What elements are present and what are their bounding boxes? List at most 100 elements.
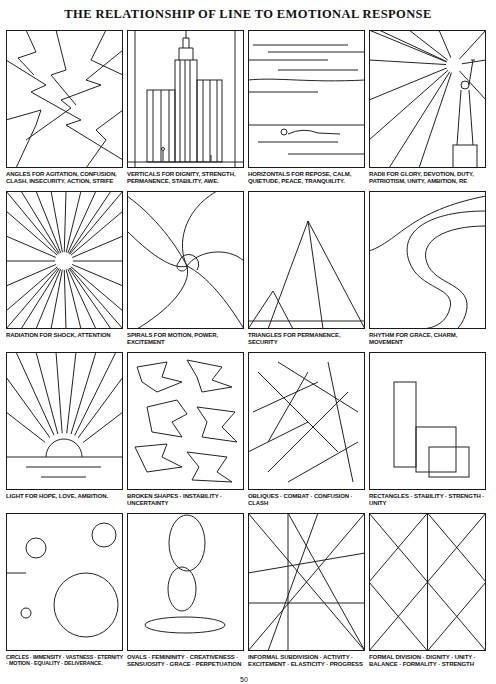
radiation-drawing <box>6 191 123 329</box>
line-art <box>26 467 101 468</box>
horizontals-drawing <box>248 45 365 154</box>
line-art <box>253 45 348 46</box>
line-art <box>177 254 199 271</box>
line-art <box>41 477 86 478</box>
line-art <box>6 211 64 261</box>
line-panel: RADIATION FOR SHOCK, ATTENTION <box>6 191 123 329</box>
line-art <box>446 57 462 73</box>
line-art <box>51 191 64 261</box>
line-art <box>416 427 456 472</box>
line-art <box>407 211 486 329</box>
line-panel: TRIANGLES FOR PERMANENCE, SECURITY <box>248 191 365 329</box>
panel-caption: FORMAL DIVISION · DIGNITY · UNITY · BALA… <box>369 654 486 667</box>
line-art <box>91 30 123 75</box>
line-art <box>179 30 193 60</box>
line-art <box>278 70 358 71</box>
line-art <box>453 145 477 168</box>
line-art <box>288 130 340 134</box>
line-art <box>64 191 96 261</box>
line-art <box>369 196 486 251</box>
line-art <box>258 372 338 452</box>
line-art <box>369 60 454 65</box>
panel-caption: HORIZONTALS FOR REPOSE, CALM, QUIETUDE, … <box>248 171 365 184</box>
line-panel: RHYTHM FOR GRACE, CHARM, MOVEMENT <box>369 191 486 329</box>
line-panel: OVALS · FEMININITY · CREATIVENESS · SENS… <box>127 513 244 651</box>
line-art <box>248 92 318 93</box>
line-art <box>369 513 486 651</box>
line-art <box>147 400 187 437</box>
panel-caption: BROKEN SHAPES · INSTABILITY · UNCERTAINT… <box>127 493 244 506</box>
rhythm-drawing <box>369 196 486 329</box>
line-art <box>51 261 64 329</box>
line-art <box>419 65 454 168</box>
line-panel: VERTICALS FOR DIGNITY, STRENGTH, PERMANE… <box>127 30 244 168</box>
line-art <box>248 422 308 452</box>
panel-caption: VERTICALS FOR DIGNITY, STRENGTH, PERMANE… <box>127 171 244 184</box>
obliques-drawing <box>248 362 358 482</box>
line-art <box>187 452 232 482</box>
line-art <box>64 261 96 329</box>
line-art <box>328 362 353 482</box>
line-art <box>288 513 289 651</box>
line-art <box>288 513 365 651</box>
line-art <box>235 30 236 168</box>
line-art <box>6 261 64 286</box>
line-art <box>64 236 123 261</box>
line-art <box>135 30 136 168</box>
line-panel: BROKEN SHAPES · INSTABILITY · UNCERTAINT… <box>127 352 244 490</box>
rectangles-drawing <box>394 382 469 477</box>
line-art <box>175 60 197 162</box>
line-art <box>268 221 365 329</box>
line-art <box>26 50 123 140</box>
panel-caption: RHYTHM FOR GRACE, CHARM, MOVEMENT <box>369 332 486 345</box>
panel-caption: CIRCLES · IMMENSITY · VASTNESS · ETERNIT… <box>6 654 123 666</box>
line-art <box>248 603 365 604</box>
panel-caption: LIGHT FOR HOPE, LOVE, AMBITION. <box>6 493 123 500</box>
line-art <box>268 52 365 53</box>
line-art <box>64 261 66 329</box>
line-art <box>64 191 66 261</box>
light-drawing <box>6 352 123 481</box>
line-art <box>281 129 287 135</box>
line-art <box>197 407 237 442</box>
line-art <box>6 191 64 261</box>
line-art <box>163 151 211 161</box>
panel-caption: RADIATION FOR SHOCK, ATTENTION <box>6 332 123 339</box>
line-panel: RECTANGLES · STABILITY · STRENGTH · UNIT… <box>369 352 486 490</box>
line-art <box>308 221 323 329</box>
line-panel: RADII FOR GLORY, DEVOTION, DUTY, PATRIOT… <box>369 30 486 168</box>
line-art <box>6 573 26 574</box>
line-art <box>51 30 76 105</box>
panel-caption: RECTANGLES · STABILITY · STRENGTH · UNIT… <box>369 493 486 506</box>
panel-caption: OBLIQUES · COMBAT · CONFUSION · CLASH <box>248 493 365 506</box>
line-panel: SPIRALS FOR MOTION, POWER, EXCITEMENT <box>127 191 244 329</box>
panel-caption: RADII FOR GLORY, DEVOTION, DUTY, PATRIOT… <box>369 171 486 184</box>
line-art <box>288 442 358 482</box>
line-art <box>248 513 365 651</box>
line-art <box>64 261 123 311</box>
line-art <box>46 439 82 457</box>
line-art <box>248 291 293 329</box>
line-art <box>429 447 469 477</box>
line-art <box>461 81 469 89</box>
line-art <box>426 226 486 329</box>
ovals-drawing <box>145 515 225 633</box>
informal-subdivision-drawing <box>248 513 365 651</box>
line-art <box>21 608 31 618</box>
formal-division-drawing <box>369 513 486 651</box>
line-art <box>86 110 123 168</box>
radii-drawing <box>369 30 486 168</box>
line-panel: CIRCLES · IMMENSITY · VASTNESS · ETERNIT… <box>6 513 123 651</box>
line-art <box>169 515 205 571</box>
line-art <box>92 523 116 547</box>
line-panel: ANGLES FOR AGITATION, CONFUSION, CLASH, … <box>6 30 123 168</box>
line-art <box>187 266 244 329</box>
line-art <box>6 110 41 168</box>
angles-drawing <box>6 30 123 168</box>
line-art <box>55 252 73 270</box>
triangles-drawing <box>248 221 365 329</box>
line-art <box>248 321 365 322</box>
line-art <box>6 60 123 160</box>
line-art <box>369 513 486 651</box>
line-art <box>369 513 486 651</box>
